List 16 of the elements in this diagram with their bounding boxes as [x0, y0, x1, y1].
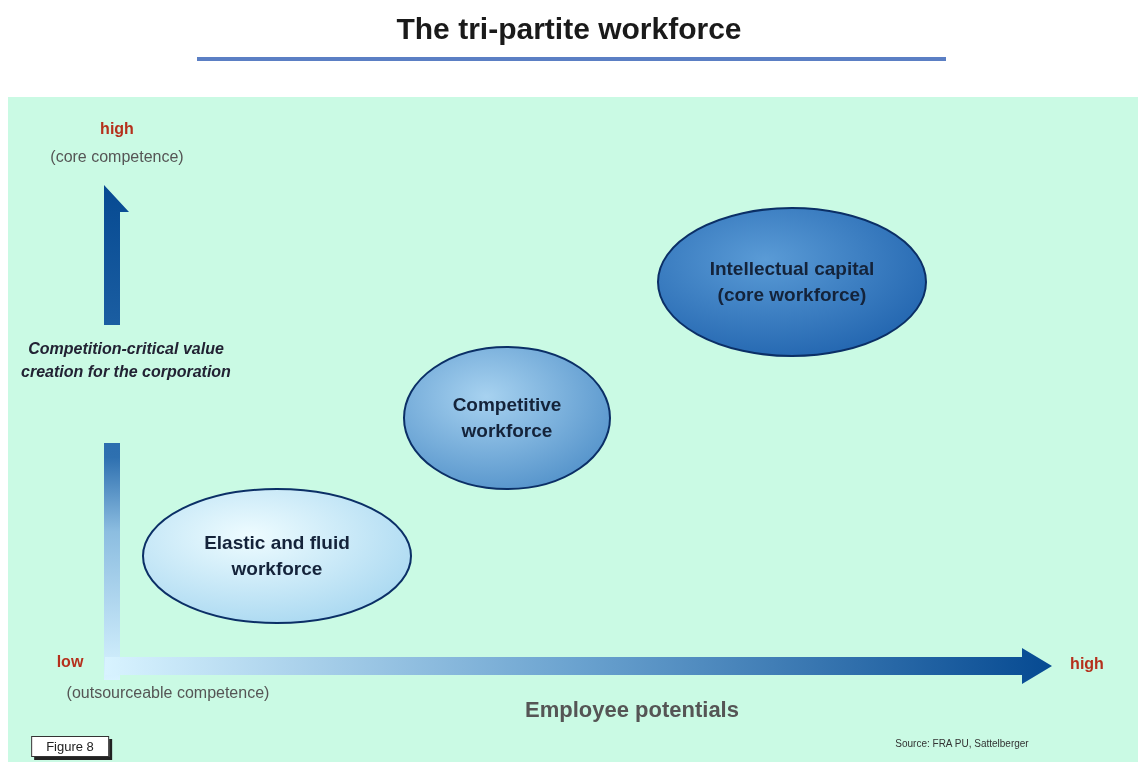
axis-note: (outsourceable competence)	[66, 684, 270, 702]
axis-end-label: low	[56, 653, 84, 671]
axis-title: Competition-critical value creation for the corporation	[21, 339, 231, 383]
workforce-ellipse	[142, 488, 412, 624]
source-note: Source: FRA PU, Sattelberger	[895, 738, 1029, 749]
axis-note: (core competence)	[50, 148, 184, 166]
workforce-ellipse	[403, 346, 611, 490]
figure-number: Figure 8	[31, 736, 109, 757]
axis-title: Employee potentials	[525, 697, 739, 723]
title: The tri-partite workforce	[395, 12, 743, 46]
axis-end-label: high	[100, 120, 134, 138]
node-label: Competitive workforce	[451, 393, 563, 443]
node-label: Elastic and fluid workforce	[203, 531, 351, 581]
workforce-ellipse	[657, 207, 927, 357]
axis-end-label: high	[1070, 655, 1104, 673]
node-label: Intellectual capital (core workforce)	[708, 257, 876, 307]
